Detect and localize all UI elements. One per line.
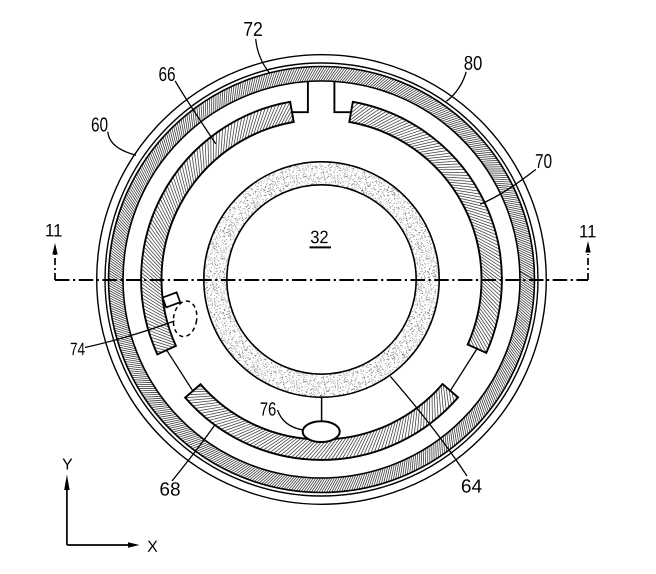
svg-text:70: 70 <box>535 151 552 173</box>
svg-text:11: 11 <box>45 220 62 240</box>
svg-text:72: 72 <box>243 19 263 41</box>
svg-text:Y: Y <box>62 457 73 474</box>
svg-text:66: 66 <box>158 64 175 86</box>
svg-text:64: 64 <box>461 476 483 497</box>
svg-text:74: 74 <box>70 339 85 359</box>
svg-text:76: 76 <box>260 399 277 420</box>
svg-text:68: 68 <box>159 479 180 500</box>
svg-text:32: 32 <box>310 227 328 247</box>
svg-text:X: X <box>147 539 158 556</box>
svg-text:11: 11 <box>579 221 596 241</box>
svg-text:60: 60 <box>91 114 108 136</box>
svg-text:80: 80 <box>464 53 483 75</box>
